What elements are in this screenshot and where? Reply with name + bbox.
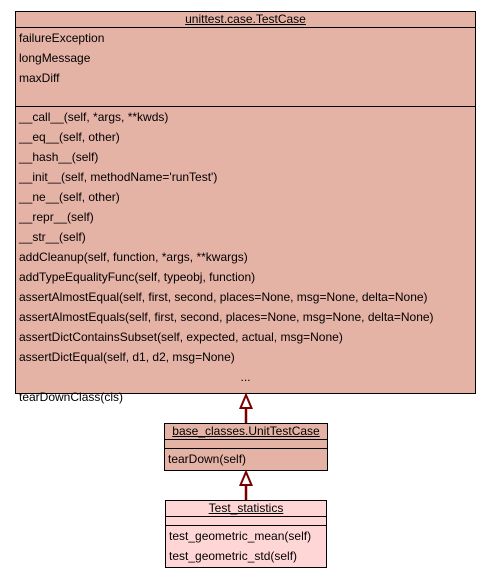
class-unittestcase[interactable]: base_classes.UnitTestCase tearDown(self) <box>164 423 328 471</box>
method: test_geometric_std(self) <box>169 549 298 563</box>
attribute: failureException <box>19 31 105 45</box>
method: assertAlmostEquals(self, first, second, … <box>19 310 434 324</box>
method: tearDownClass(cls) <box>19 390 124 404</box>
method: __eq__(self, other) <box>19 130 120 144</box>
method: __str__(self) <box>19 230 86 244</box>
attribute: longMessage <box>19 51 91 65</box>
class-testcase-title: unittest.case.TestCase <box>16 12 475 28</box>
attribute: maxDiff <box>19 71 60 85</box>
class-testcase-methods: __call__(self, *args, **kwds) __eq__(sel… <box>16 107 475 407</box>
inheritance-arrow-unittestcase-to-testcase <box>238 392 254 423</box>
method: __init__(self, methodName='runTest') <box>19 170 218 184</box>
class-unittestcase-title: base_classes.UnitTestCase <box>165 424 327 440</box>
method: tearDown(self) <box>168 452 247 466</box>
method: assertDictContainsSubset(self, expected,… <box>19 330 343 344</box>
method: test_geometric_mean(self) <box>169 529 312 543</box>
method: __hash__(self) <box>19 150 99 164</box>
class-test-statistics-attributes <box>166 517 326 526</box>
method: addCleanup(self, function, *args, **kwar… <box>19 250 248 264</box>
method: __call__(self, *args, **kwds) <box>19 110 169 124</box>
class-testcase[interactable]: unittest.case.TestCase failureException … <box>15 11 476 404</box>
method-ellipsis: ... <box>240 370 251 384</box>
class-testcase-attributes: failureException longMessage maxDiff <box>16 28 475 107</box>
class-unittestcase-methods: tearDown(self) <box>165 449 327 469</box>
class-test-statistics-methods: test_geometric_mean(self) test_geometric… <box>166 526 326 566</box>
method: assertDictEqual(self, d1, d2, msg=None) <box>19 350 235 364</box>
method: assertAlmostEqual(self, first, second, p… <box>19 290 428 304</box>
inheritance-arrow-test-statistics-to-unittestcase <box>238 469 254 500</box>
class-test-statistics-title: Test_statistics <box>166 501 326 517</box>
method: __ne__(self, other) <box>19 190 120 204</box>
class-unittestcase-attributes <box>165 440 327 449</box>
method: __repr__(self) <box>19 210 94 224</box>
method: addTypeEqualityFunc(self, typeobj, funct… <box>19 270 256 284</box>
class-test-statistics[interactable]: Test_statistics test_geometric_mean(self… <box>165 500 327 568</box>
